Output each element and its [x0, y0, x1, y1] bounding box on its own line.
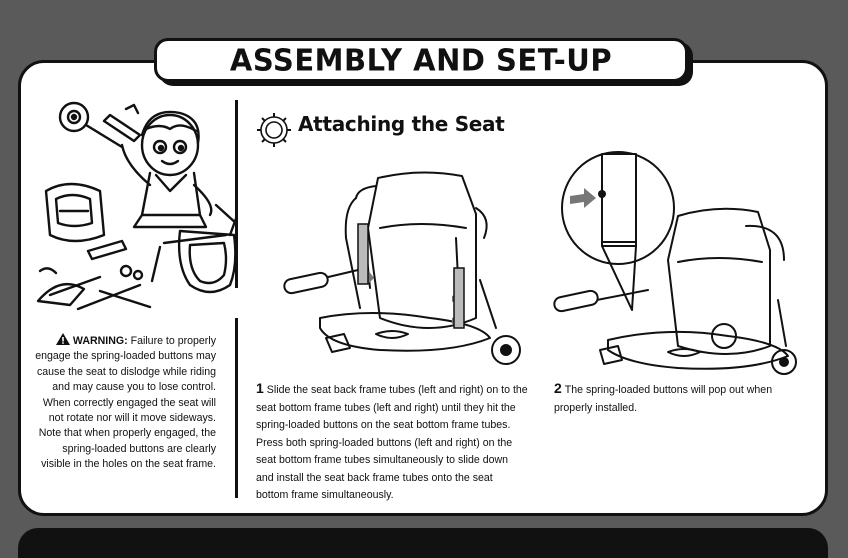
divider-upper [235, 100, 238, 288]
warning-text: Failure to properly engage the spring-lo… [35, 335, 216, 471]
warning-label: WARNING: [72, 335, 128, 347]
warning-note: WARNING: Failure to properly engage the … [30, 333, 216, 473]
step-2-number: 2 [554, 380, 562, 396]
page-title: ASSEMBLY AND SET-UP [229, 42, 613, 78]
step-1-number: 1 [256, 380, 264, 396]
step-1-text: Slide the seat back frame tubes (left an… [256, 384, 528, 501]
header-banner: ASSEMBLY AND SET-UP [154, 38, 688, 82]
child-assembly-illustration [36, 101, 235, 311]
gear-icon [257, 113, 291, 147]
divider-lower [235, 318, 238, 498]
warning-triangle-icon [55, 333, 70, 345]
section-title: Attaching the Seat [298, 112, 505, 136]
content-panel [18, 60, 828, 516]
step-2-text: The spring-loaded buttons will pop out w… [554, 384, 773, 414]
seat-installed-detail-illustration [553, 151, 797, 375]
seat-install-illustration [283, 171, 521, 365]
bottom-bar [18, 528, 828, 558]
